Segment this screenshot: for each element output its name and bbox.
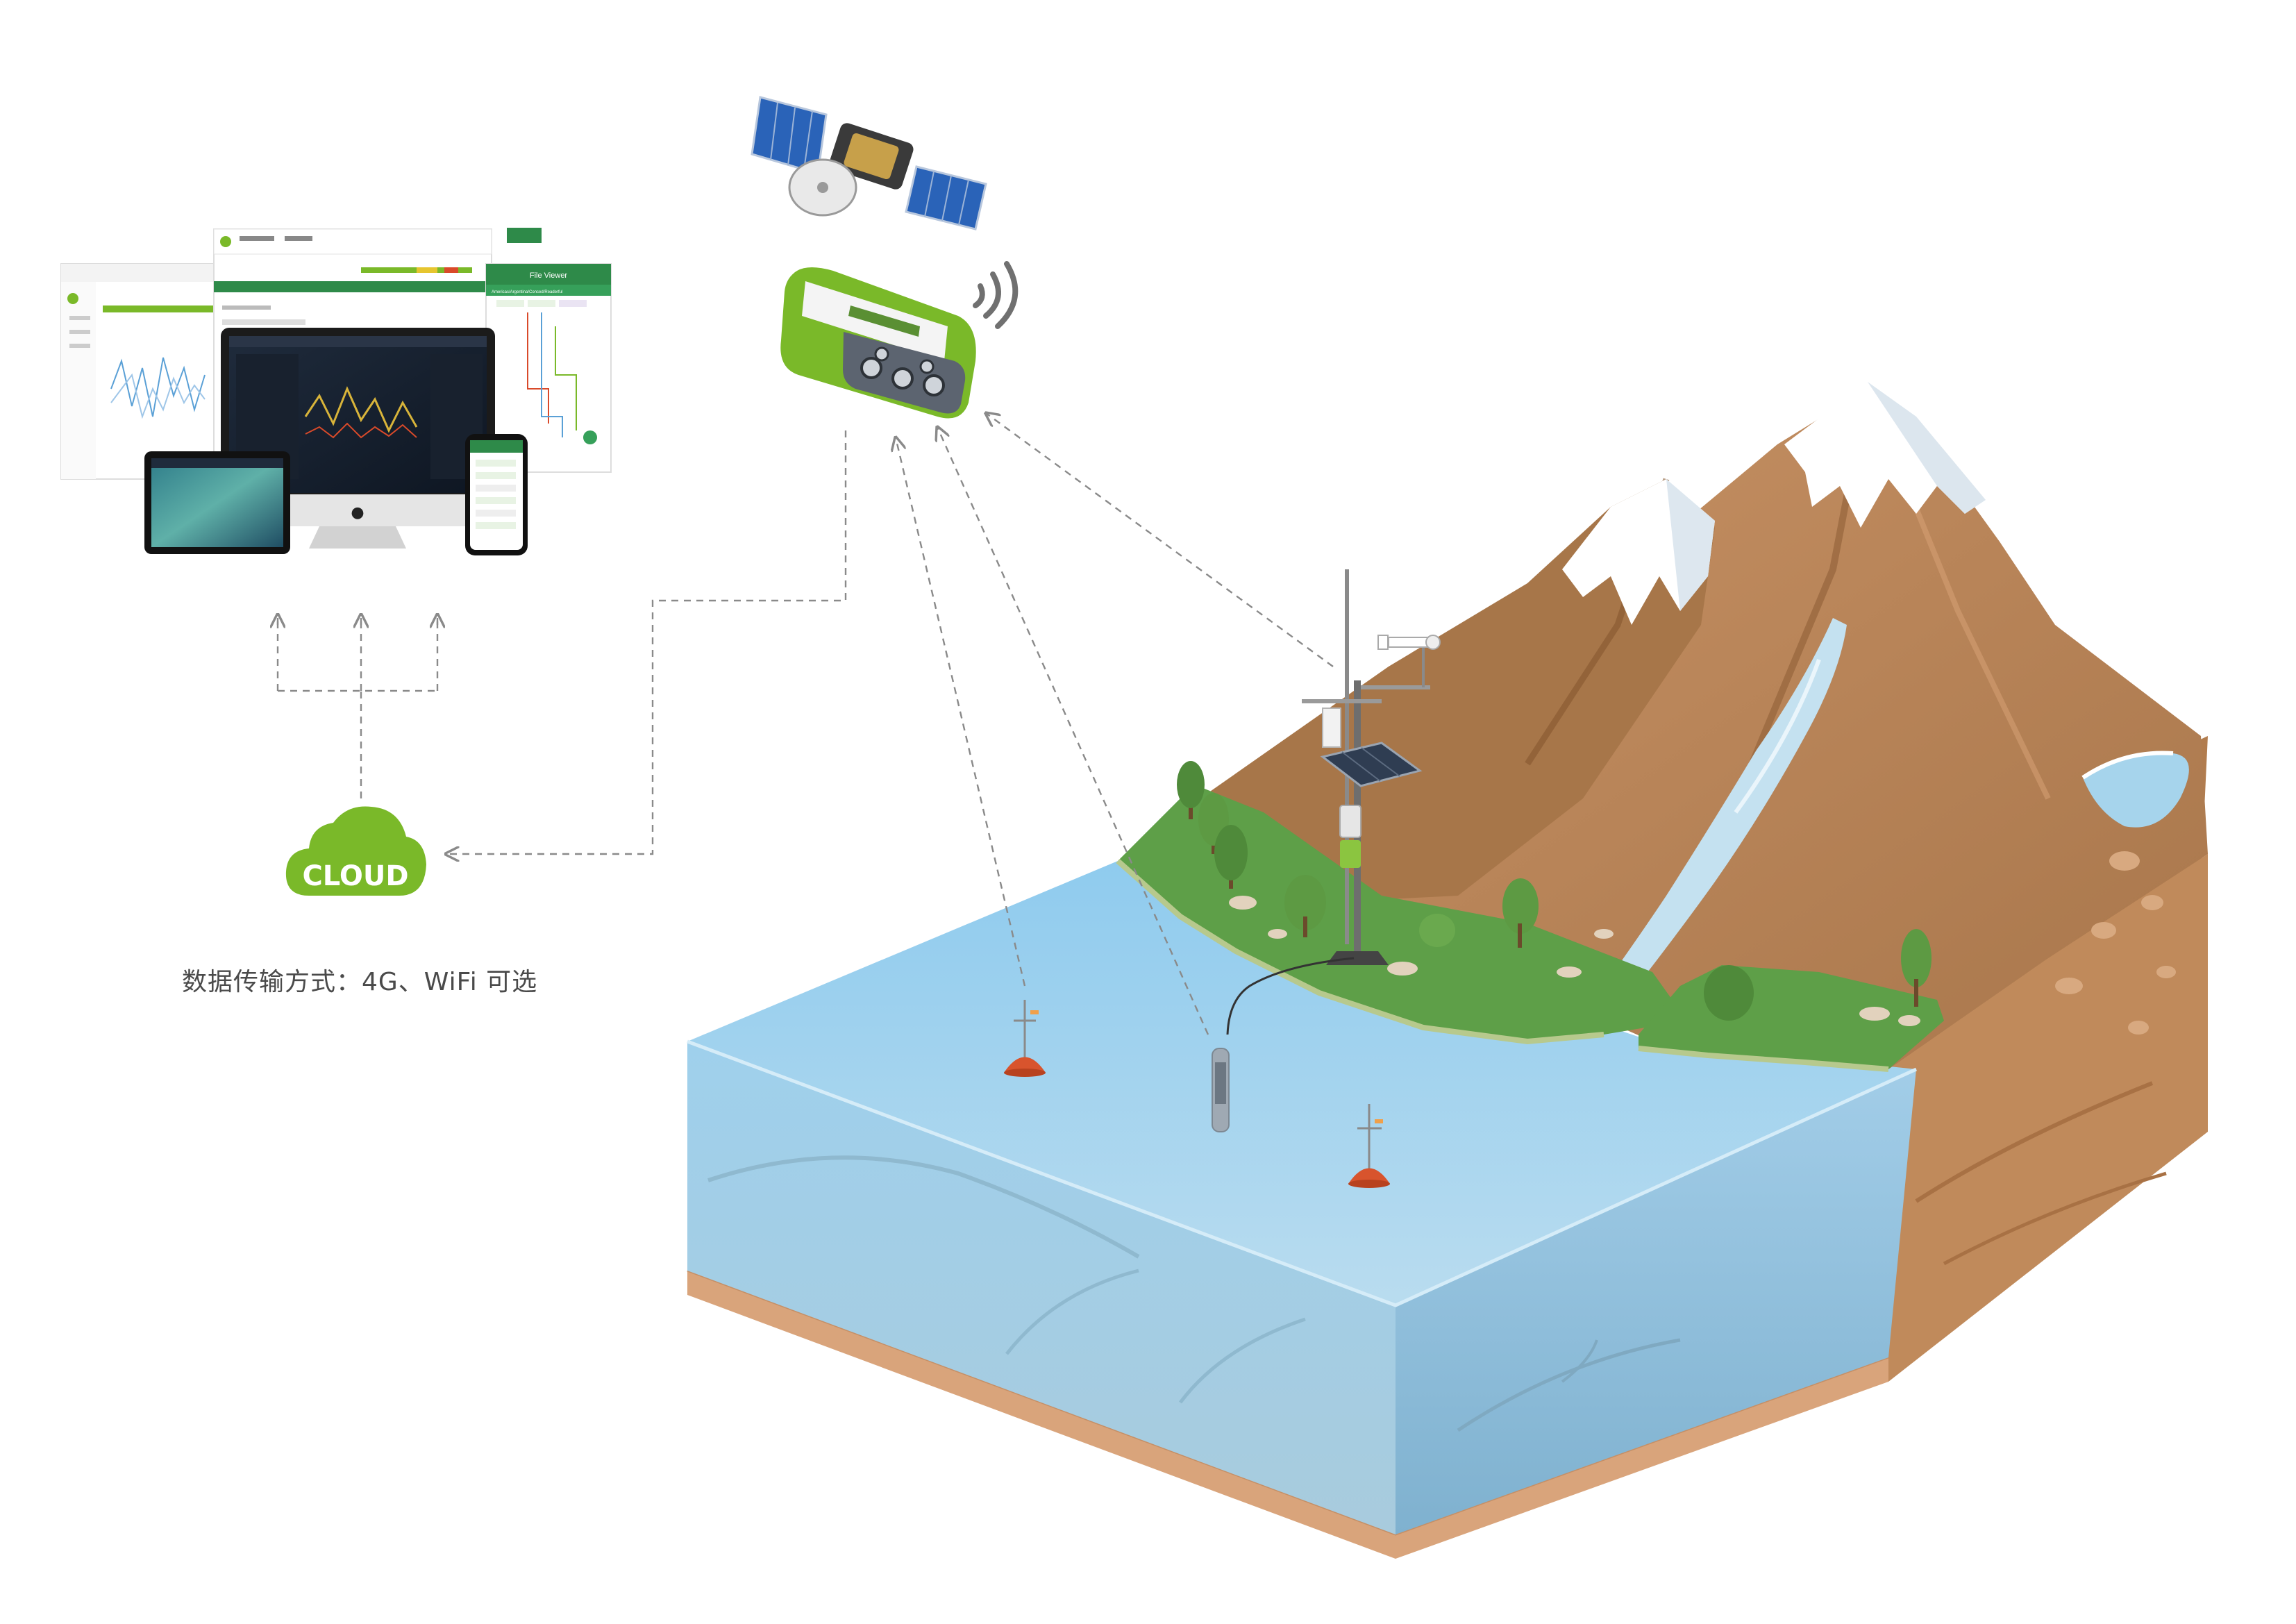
buoy-to-logger-line (896, 437, 1026, 987)
shore-stones (1229, 896, 1920, 1026)
anemometer-icon (1377, 635, 1441, 687)
file-viewer-window: File Viewer Americas/Argentina/Conced/Re… (485, 263, 612, 473)
glacier-stream (1604, 618, 1847, 993)
transmission-caption: 数据传输方式：4G、WiFi 可选 (182, 968, 538, 996)
buoy-left (1004, 1000, 1046, 1077)
big-mountain (1236, 389, 2208, 1069)
station-to-logger-line (986, 413, 1334, 667)
dashboard-window-back (60, 263, 221, 480)
sediment-layer (687, 1236, 1888, 1559)
terrain-block (687, 382, 2208, 1559)
water-front-face (687, 1041, 1396, 1534)
cloud-to-devices-line (276, 614, 439, 798)
water-surface (687, 861, 1916, 1305)
solar-panel-icon (1320, 742, 1423, 787)
grass-shore (1118, 785, 1687, 1041)
apple-logo-icon: ● (351, 504, 364, 521)
glacier-lake (2083, 753, 2189, 828)
weather-station (1226, 569, 1441, 1035)
trees (1177, 761, 1932, 1021)
sonde-to-logger-line (937, 427, 1209, 1035)
water-right-face (1396, 1069, 1916, 1534)
logger-to-cloud-line (446, 430, 847, 854)
satellite-icon (751, 96, 987, 231)
sonde (1212, 1048, 1230, 1132)
cloud-label: CLOUD (302, 860, 408, 892)
file-viewer-title: File Viewer (530, 271, 568, 280)
cliff-rocks (2055, 851, 2176, 1035)
tablet-device (144, 451, 290, 554)
file-viewer-subtitle: Americas/Argentina/Conced/Readerful (492, 290, 562, 294)
wifi-signal-icon (973, 261, 1019, 329)
cloud-icon: CLOUD (285, 806, 426, 896)
app-header-bar (507, 228, 542, 243)
data-connections (276, 413, 1334, 1035)
cliff-front (1805, 854, 2208, 1382)
phone-device (465, 434, 528, 555)
software-screens: File Viewer Americas/Argentina/Conced/Re… (60, 228, 612, 555)
buoy-right (1348, 1104, 1390, 1188)
data-logger (780, 267, 976, 419)
snow-cap-big (1784, 382, 1986, 528)
